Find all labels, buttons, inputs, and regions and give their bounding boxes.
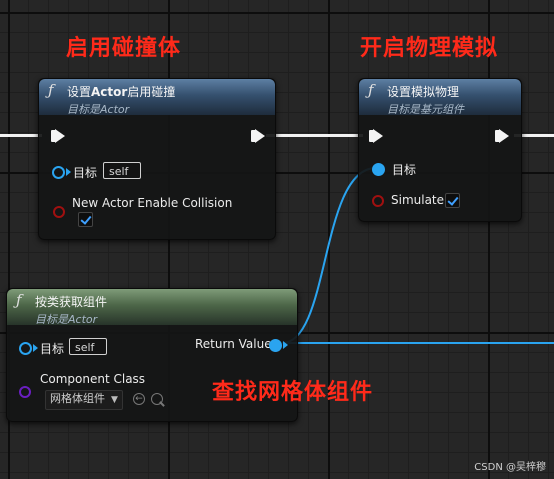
exec-out-pin[interactable] (251, 129, 265, 143)
target-label: 目标 (73, 166, 98, 180)
exec-in-pin[interactable] (369, 129, 383, 143)
simulate-pin[interactable] (372, 195, 384, 207)
node-set-actor-enable-collision[interactable]: ƒ 设置Actor启用碰撞 目标是Actor 目标 self New Actor… (38, 78, 276, 240)
return-value-pin-arrow (283, 341, 288, 349)
node-subtitle: 目标是基元组件 (387, 103, 464, 116)
node-header[interactable]: ƒ 设置模拟物理 目标是基元组件 (359, 79, 521, 116)
function-icon: ƒ (48, 81, 54, 99)
watermark: CSDN @吴梓穆 (474, 462, 546, 473)
node-header[interactable]: ƒ 按类获取组件 目标是Actor (7, 289, 297, 326)
node-subtitle: 目标是Actor (35, 313, 98, 326)
function-icon: ƒ (16, 291, 22, 309)
simulate-checkbox[interactable] (445, 193, 460, 208)
enable-collision-pin[interactable] (53, 206, 65, 218)
exec-in-pin[interactable] (51, 129, 65, 143)
node-title: 按类获取组件 (35, 295, 108, 309)
simulate-label: Simulate (391, 193, 445, 207)
node-header[interactable]: ƒ 设置Actor启用碰撞 目标是Actor (39, 79, 275, 116)
node-title: 设置Actor启用碰撞 (67, 85, 176, 99)
annotation-find-mesh-component: 查找网格体组件 (212, 380, 374, 405)
enable-collision-checkbox[interactable] (78, 212, 93, 227)
component-class-value: 网格体组件 (50, 392, 105, 405)
node-set-simulate-physics[interactable]: ƒ 设置模拟物理 目标是基元组件 目标 Simulate (358, 78, 522, 222)
exec-out-pin[interactable] (495, 129, 509, 143)
node-title: 设置模拟物理 (387, 85, 460, 99)
return-value-pin[interactable] (269, 339, 282, 352)
target-pin-arrow (33, 344, 38, 352)
node-subtitle: 目标是Actor (67, 103, 130, 116)
component-class-dropdown[interactable]: 网格体组件 ▼ (45, 390, 123, 410)
chevron-down-icon: ▼ (111, 395, 118, 405)
target-pin[interactable] (372, 163, 385, 176)
target-label: 目标 (40, 342, 65, 356)
target-label: 目标 (392, 163, 417, 177)
exec-wire-middle (266, 134, 363, 137)
enable-collision-label: New Actor Enable Collision (72, 196, 233, 210)
target-pin[interactable] (52, 166, 65, 179)
target-self-field[interactable]: self (69, 338, 107, 355)
target-self-field[interactable]: self (103, 162, 141, 179)
annotation-enable-collision: 启用碰撞体 (66, 36, 182, 61)
reset-icon[interactable]: ← (133, 393, 145, 405)
component-class-label: Component Class (40, 372, 146, 386)
target-pin[interactable] (19, 342, 32, 355)
annotation-enable-physics: 开启物理模拟 (360, 36, 499, 61)
exec-wire-right (514, 134, 554, 137)
component-class-pin[interactable] (19, 386, 31, 398)
node-get-component-by-class[interactable]: ƒ 按类获取组件 目标是Actor 目标 self Return Value C… (6, 288, 298, 422)
function-icon: ƒ (368, 81, 374, 99)
exec-wire-left (0, 134, 42, 137)
target-pin-arrow (66, 168, 71, 176)
search-icon[interactable] (151, 393, 163, 405)
return-value-label: Return Value (195, 337, 272, 351)
